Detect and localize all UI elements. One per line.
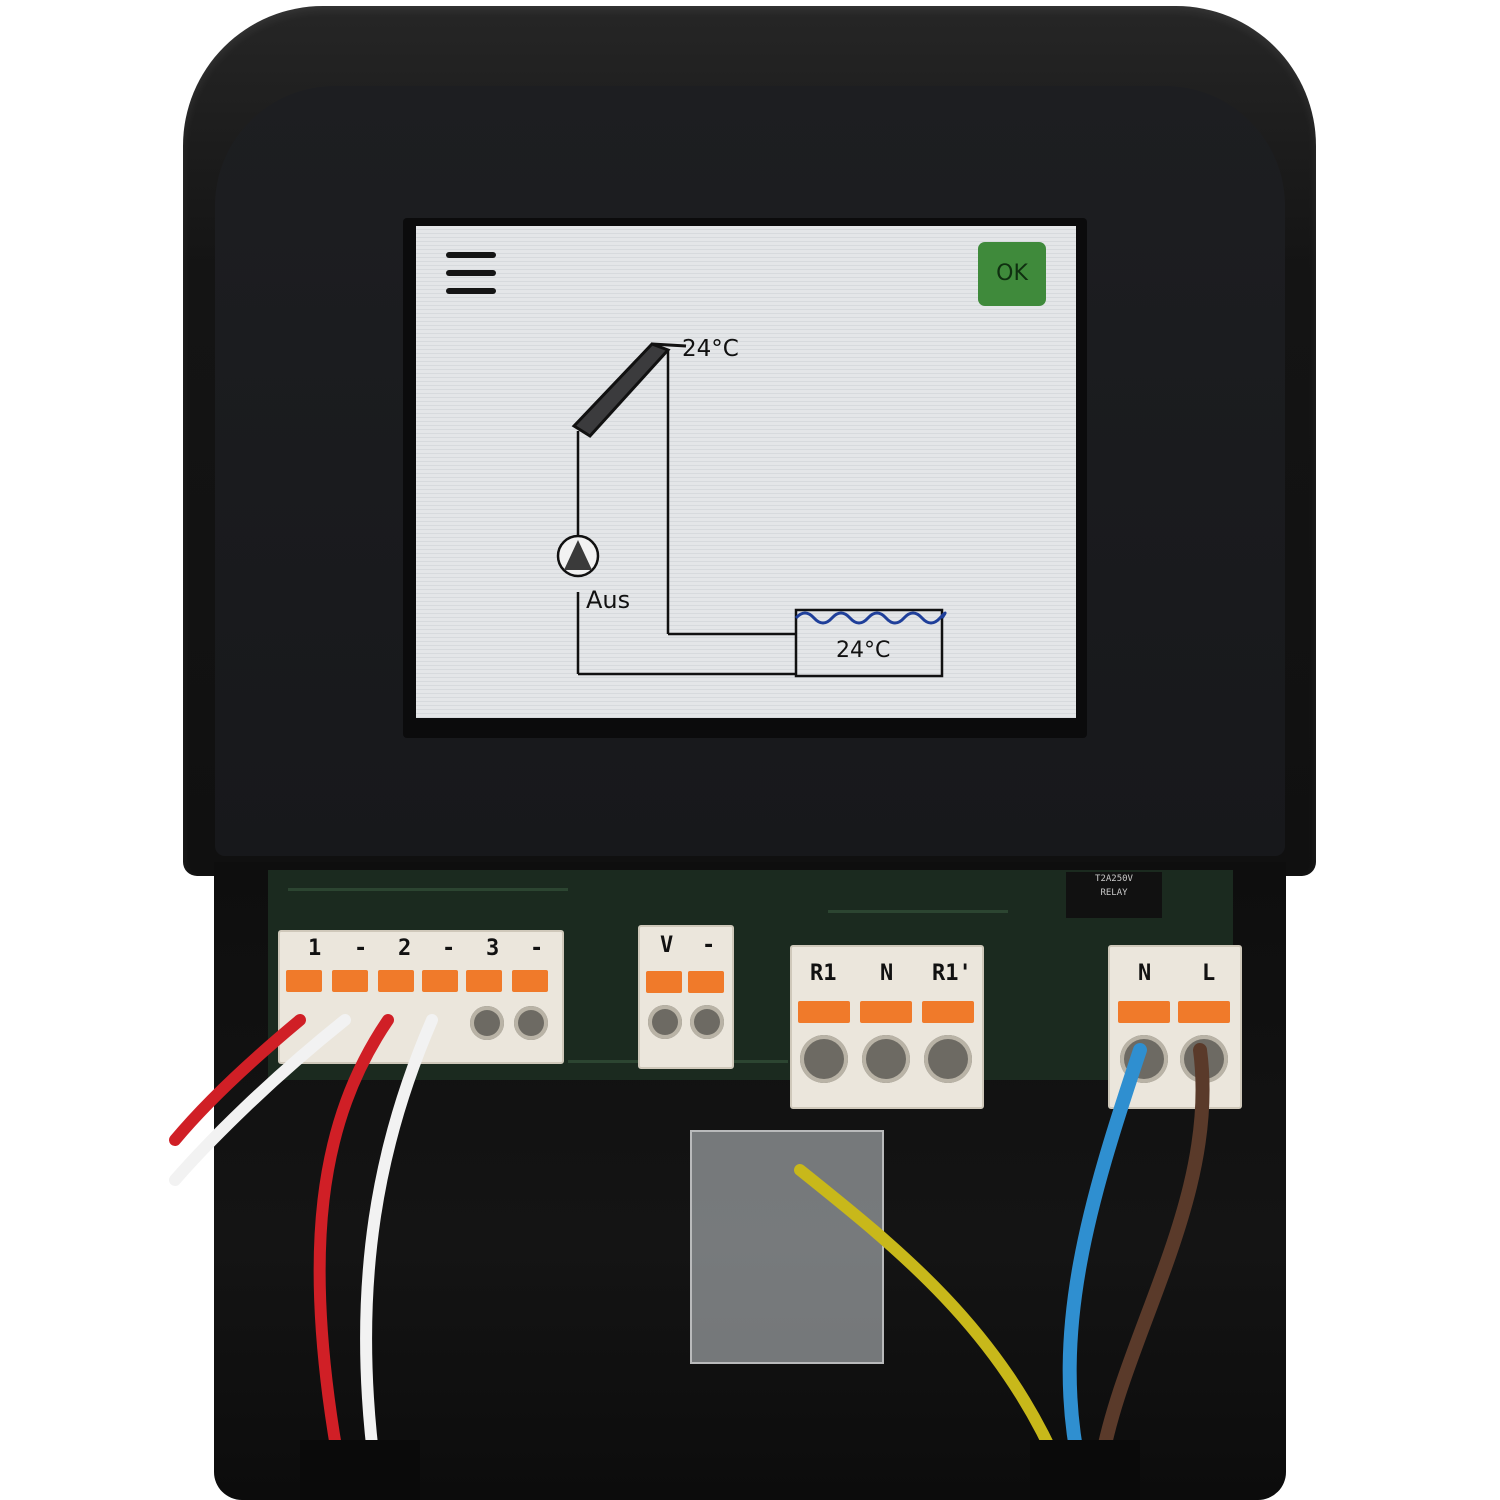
terminal-label-3-minus: - [530,936,544,961]
solar-schematic [556,342,947,678]
terminal-hole [800,1035,848,1083]
terminal-label-mains-n: N [1138,961,1152,986]
terminal-lever[interactable] [466,970,502,992]
terminal-lever[interactable] [1178,1001,1230,1023]
tank-temperature: 24°C [836,638,891,663]
menu-button[interactable] [444,248,500,304]
terminal-label-1: 1 [308,936,322,961]
terminal-hole [862,1035,910,1083]
terminal-label-r1: R1 [810,961,837,986]
terminal-lever[interactable] [860,1001,912,1023]
terminal-lever[interactable] [646,971,682,993]
terminal-lever[interactable] [688,971,724,993]
terminal-lever[interactable] [1118,1001,1170,1023]
terminal-hole [514,1006,548,1040]
terminal-hole [470,1006,504,1040]
pump-icon [556,534,600,578]
terminal-lever[interactable] [378,970,414,992]
touch-screen: OK 24°C Aus 24°C [416,226,1076,718]
terminal-label-v-minus: - [702,933,716,958]
terminal-lever[interactable] [286,970,322,992]
relay-terminal-block: R1 N R1' [790,945,984,1109]
supply-terminal-block: V - [638,925,734,1069]
pipe-lines [576,350,796,676]
terminal-label-3: 3 [486,936,500,961]
terminal-hole [924,1035,972,1083]
terminal-hole [690,1005,724,1039]
collector-temperature: 24°C [682,336,739,362]
terminal-hole [648,1005,682,1039]
terminal-lever[interactable] [332,970,368,992]
terminal-label-2: 2 [398,936,412,961]
terminal-label-mains-l: L [1202,961,1216,986]
lever-connector [690,1130,884,1364]
pump-status: Aus [586,586,631,614]
terminal-lever[interactable] [512,970,548,992]
water-tank-icon [794,608,947,678]
terminal-lever[interactable] [798,1001,850,1023]
terminal-label-v: V [660,933,674,958]
terminal-lever[interactable] [922,1001,974,1023]
ok-button[interactable]: OK [978,242,1046,306]
terminal-label-r1-prime: R1' [932,961,972,986]
terminal-label-1-minus: - [354,936,368,961]
terminal-label-2-minus: - [442,936,456,961]
terminal-label-relay-n: N [880,961,894,986]
terminal-lever[interactable] [422,970,458,992]
